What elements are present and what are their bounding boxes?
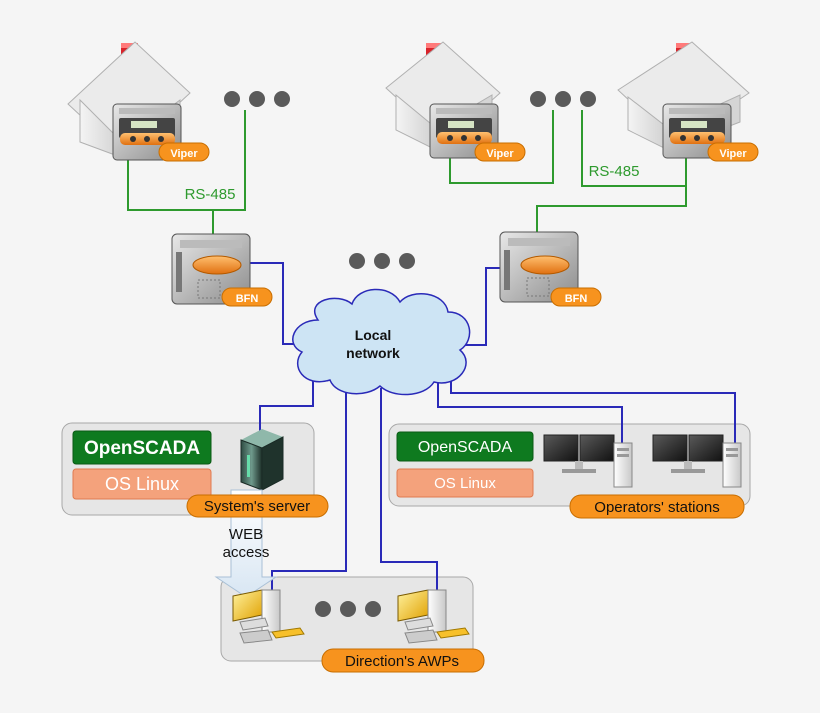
server-tower-icon — [240, 429, 284, 491]
systems-server-badge: System's server — [186, 494, 329, 518]
desktop-pc-icon — [397, 589, 470, 644]
ellipsis-icon — [530, 91, 596, 107]
bfn-controller-right — [499, 231, 579, 303]
bfn-badge-right: BFN — [550, 287, 602, 307]
directions-awps-badge: Direction's AWPs — [321, 648, 485, 673]
viper-badge-2: Viper — [474, 142, 526, 162]
desktop-pc-icon — [232, 589, 305, 644]
viper-label-3: Viper — [719, 148, 747, 160]
bfn-label-left: BFN — [236, 293, 259, 305]
viper-label-1: Viper — [170, 148, 198, 160]
rs485-wires — [127, 110, 687, 235]
workstation-icon — [652, 434, 742, 488]
viper-badge-1: Viper — [158, 142, 210, 162]
local-network-label-line2: network — [346, 345, 400, 361]
openscada-label-server: OpenSCADA — [84, 438, 200, 459]
bfn-controller-left — [171, 233, 251, 305]
web-access-label-line1: WEB — [229, 526, 263, 543]
bfn-label-right: BFN — [565, 293, 588, 305]
workstation-icon — [543, 434, 633, 488]
openscada-box-operators — [396, 431, 534, 462]
oslinux-label-server: OS Linux — [105, 474, 179, 494]
bfn-badge-left: BFN — [221, 287, 273, 307]
viper-badge-3: Viper — [707, 142, 759, 162]
rs485-label-left: RS-485 — [185, 186, 236, 203]
ellipsis-icon — [349, 253, 415, 269]
openscada-box-server — [72, 430, 212, 465]
operators-stations-badge: Operators' stations — [569, 494, 745, 519]
ellipsis-icon — [224, 91, 290, 107]
systems-server-label: System's server — [204, 498, 310, 515]
oslinux-box-operators — [396, 468, 534, 498]
directions-awps-label: Direction's AWPs — [345, 653, 459, 670]
rs485-label-right: RS-485 — [589, 163, 640, 180]
operators-stations-label: Operators' stations — [594, 499, 719, 516]
local-network-label-line1: Local — [355, 327, 392, 343]
cloud-icon: Local network — [292, 288, 471, 396]
oslinux-box-server — [72, 468, 212, 500]
oslinux-label-operators: OS Linux — [434, 475, 496, 492]
ellipsis-icon — [315, 601, 381, 617]
web-access-label-line2: access — [223, 544, 270, 561]
openscada-label-operators: OpenSCADA — [418, 439, 513, 456]
viper-label-2: Viper — [486, 148, 514, 160]
